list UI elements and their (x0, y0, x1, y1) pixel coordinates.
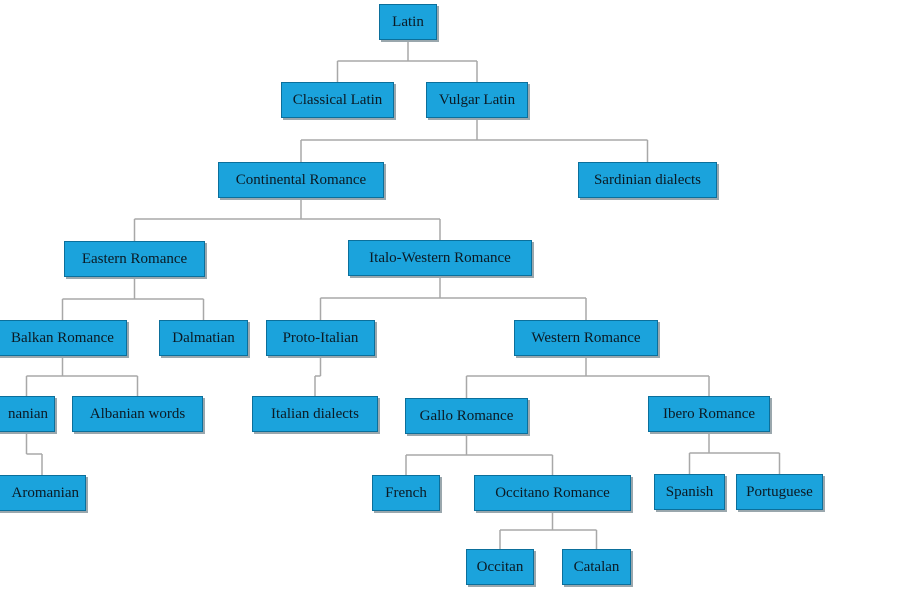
node-gallo: Gallo Romance (405, 398, 528, 434)
node-balkan: Balkan Romance (0, 320, 127, 356)
node-label: Gallo Romance (419, 407, 514, 424)
edge-western (465, 356, 710, 398)
edge-balkan (25, 356, 139, 396)
node-french: French (372, 475, 440, 511)
node-label: Ibero Romance (662, 405, 756, 422)
edge-occitano (499, 511, 598, 549)
node-label: Latin (392, 13, 424, 30)
node-label: nanian (8, 405, 48, 422)
edge-proto-italian (314, 356, 322, 396)
edge-latin (336, 40, 478, 82)
node-label: Catalan (573, 558, 620, 575)
node-sardinian: Sardinian dialects (578, 162, 717, 198)
node-occitan: Occitan (466, 549, 534, 585)
edge-continental (133, 198, 441, 241)
node-label: Dalmatian (172, 329, 235, 346)
node-ibero: Ibero Romance (648, 396, 770, 432)
node-label: Aromanian (11, 484, 79, 501)
node-label: Occitano Romance (495, 484, 610, 501)
node-label: Portuguese (746, 483, 813, 500)
node-spanish: Spanish (654, 474, 725, 510)
node-label: Italian dialects (271, 405, 359, 422)
node-aromanian: Aromanian (0, 475, 86, 511)
node-italo-western: Italo-Western Romance (348, 240, 532, 276)
node-label: Western Romance (531, 329, 641, 346)
node-catalan: Catalan (562, 549, 631, 585)
node-eastern: Eastern Romance (64, 241, 205, 277)
node-label: Eastern Romance (81, 250, 188, 267)
node-classical: Classical Latin (281, 82, 394, 118)
node-label: French (385, 484, 427, 501)
node-vulgar: Vulgar Latin (426, 82, 528, 118)
node-proto-italian: Proto-Italian (266, 320, 375, 356)
node-label: Balkan Romance (11, 329, 114, 346)
node-occitano: Occitano Romance (474, 475, 631, 511)
edge-vulgar (300, 118, 649, 162)
edge-gallo (405, 434, 554, 475)
node-label: Occitan (476, 558, 524, 575)
node-continental: Continental Romance (218, 162, 384, 198)
edge-italo-western (319, 276, 587, 320)
node-label: Proto-Italian (282, 329, 359, 346)
node-label: Spanish (665, 483, 714, 500)
node-romanian: nanian (0, 396, 55, 432)
node-portuguese: Portuguese (736, 474, 823, 510)
edge-romanian (25, 432, 43, 475)
node-dalmatian: Dalmatian (159, 320, 248, 356)
node-label: Continental Romance (235, 171, 367, 188)
node-latin: Latin (379, 4, 437, 40)
node-label: Vulgar Latin (438, 91, 516, 108)
node-western: Western Romance (514, 320, 658, 356)
node-label: Classical Latin (292, 91, 383, 108)
node-label: Italo-Western Romance (369, 249, 511, 266)
node-albanian: Albanian words (72, 396, 203, 432)
edge-ibero (688, 432, 781, 474)
node-italian-dialects: Italian dialects (252, 396, 378, 432)
node-label: Sardinian dialects (593, 171, 702, 188)
node-label: Albanian words (89, 405, 186, 422)
edge-eastern (61, 277, 205, 320)
